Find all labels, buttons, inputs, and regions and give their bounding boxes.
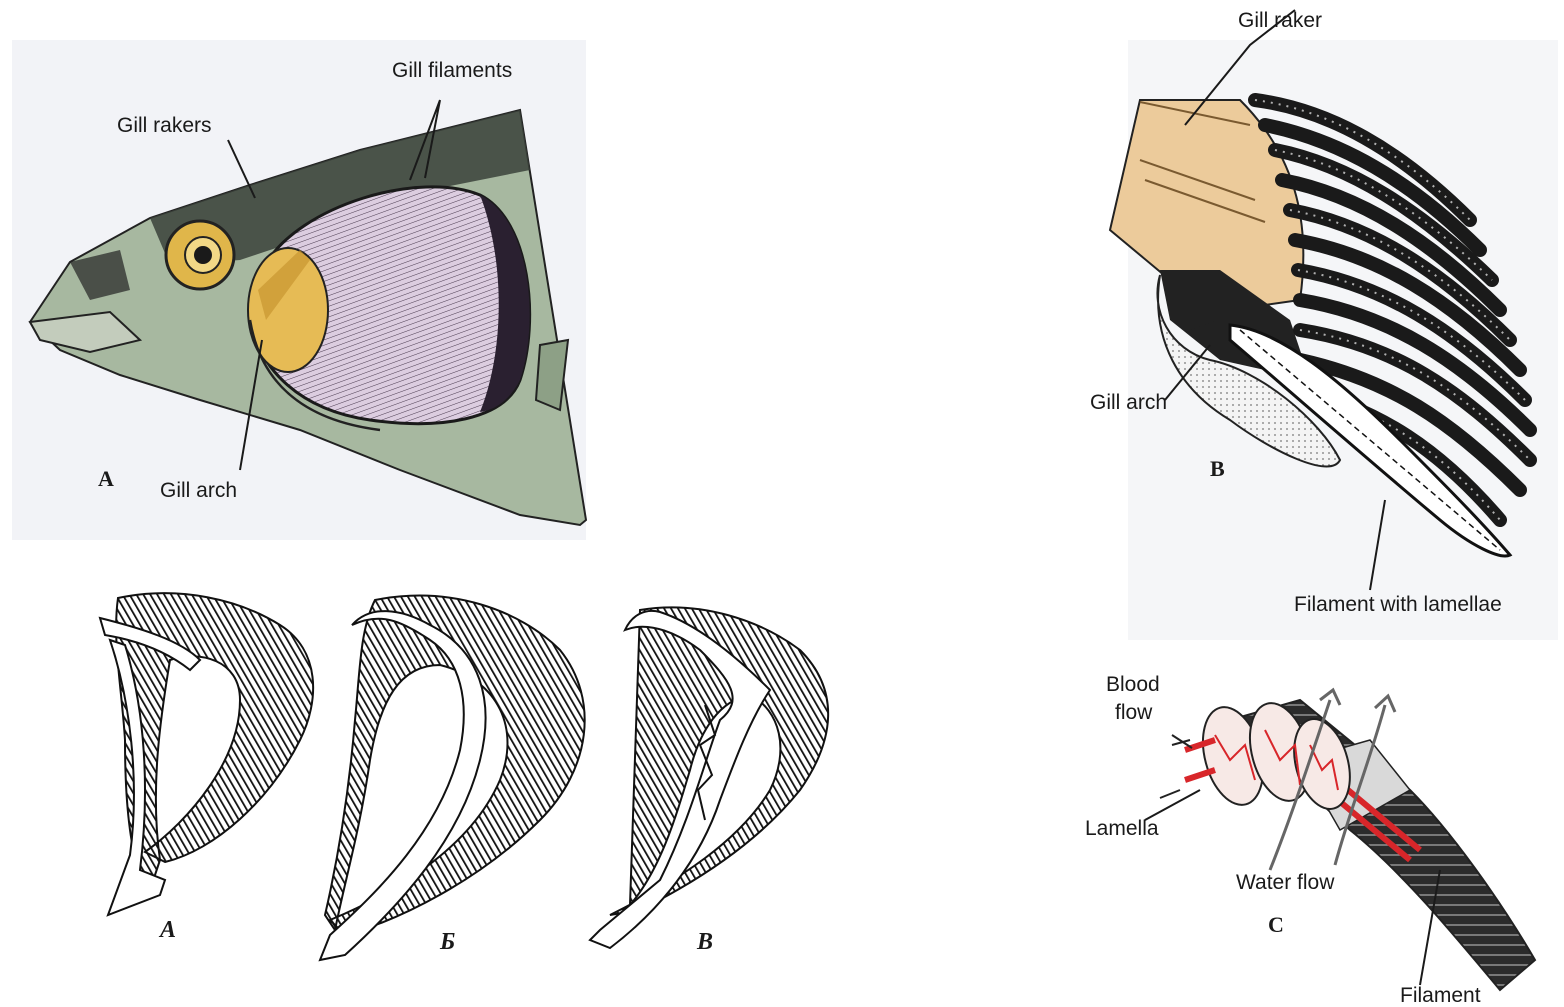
label-filament-with-lamellae: Filament with lamellae <box>1294 594 1502 615</box>
panel-letter-a: A <box>98 468 114 490</box>
arch-letter-3: В <box>697 930 713 954</box>
label-gill-rakers: Gill rakers <box>117 115 212 136</box>
lamellae-illustration <box>1145 690 1535 990</box>
label-gill-raker: Gill raker <box>1238 10 1322 31</box>
label-gill-arch-a: Gill arch <box>160 480 237 501</box>
label-blood-flow-line1: Blood <box>1106 674 1160 695</box>
label-gill-arch-b: Gill arch <box>1090 392 1167 413</box>
label-lamella: Lamella <box>1085 818 1159 839</box>
arch-letter-2: Б <box>440 930 455 954</box>
gill-section-illustration <box>1110 10 1558 640</box>
label-gill-filaments: Gill filaments <box>392 60 512 81</box>
label-blood-flow-line2: flow <box>1115 702 1152 723</box>
panel-letter-c: C <box>1268 914 1284 936</box>
gill-arches-illustration <box>100 593 828 960</box>
fish-head-illustration <box>12 40 586 540</box>
label-filament: Filament <box>1400 985 1481 1006</box>
label-water-flow: Water flow <box>1236 872 1334 893</box>
panel-letter-b: B <box>1210 458 1225 480</box>
arch-letter-1: A <box>160 918 176 942</box>
